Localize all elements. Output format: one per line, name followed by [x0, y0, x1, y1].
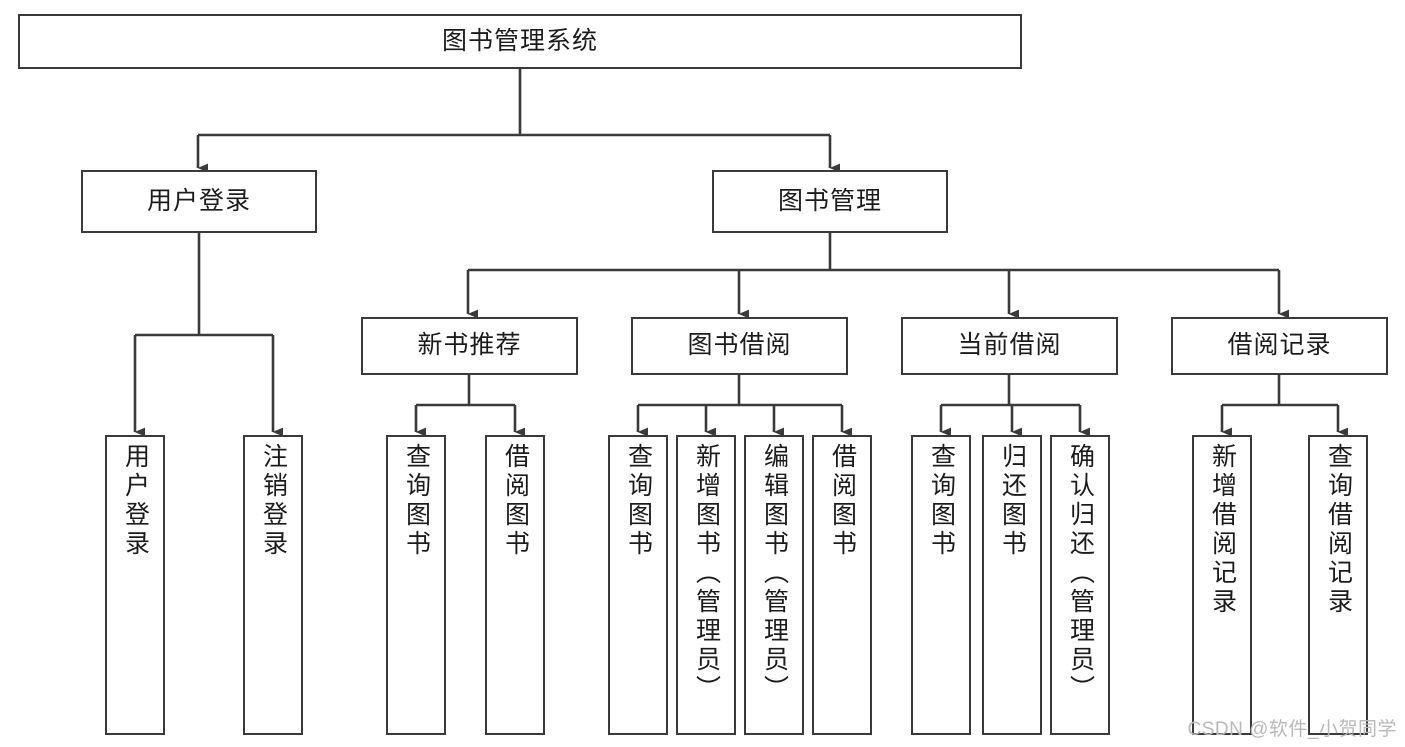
node-leaf-8[interactable]: 借阅图书	[812, 435, 872, 735]
watermark: CSDN @软件_小贺同学	[1187, 719, 1397, 740]
node-root[interactable]: 图书管理系统	[18, 14, 1022, 69]
node-label: 新书推荐	[417, 331, 522, 360]
node-leaf-10[interactable]: 归还图书	[982, 435, 1042, 735]
node-current[interactable]: 当前借阅	[901, 317, 1118, 375]
node-newbooks[interactable]: 新书推荐	[361, 317, 578, 375]
node-leaf-11[interactable]: 确认归还（管理员）	[1050, 435, 1110, 735]
node-leaf-6[interactable]: 新增图书（管理员）	[676, 435, 736, 735]
node-label: 图书管理系统	[441, 26, 598, 55]
node-label: 注销登录	[259, 443, 288, 559]
node-label: 查询图书	[927, 443, 956, 559]
node-leaf-4[interactable]: 借阅图书	[485, 435, 545, 735]
node-label: 确认归还（管理员）	[1066, 443, 1095, 704]
node-leaf-3[interactable]: 查询图书	[386, 435, 446, 735]
node-label: 查询图书	[402, 443, 431, 559]
node-label: 用户登录	[146, 186, 251, 215]
node-login[interactable]: 用户登录	[81, 170, 317, 233]
node-leaf-5[interactable]: 查询图书	[608, 435, 668, 735]
node-label: 归还图书	[998, 443, 1027, 559]
node-leaf-13[interactable]: 查询借阅记录	[1308, 435, 1368, 735]
node-borrow[interactable]: 图书借阅	[631, 317, 848, 375]
edge-group	[133, 69, 1349, 437]
node-leaf-2[interactable]: 注销登录	[243, 435, 303, 735]
node-bookmgmt[interactable]: 图书管理	[712, 170, 948, 233]
node-label: 图书管理	[777, 186, 882, 215]
node-label: 查询图书	[624, 443, 653, 559]
node-label: 借阅图书	[828, 443, 857, 559]
node-leaf-7[interactable]: 编辑图书（管理员）	[744, 435, 804, 735]
node-label: 新增图书（管理员）	[692, 443, 721, 704]
node-label: 借阅记录	[1227, 331, 1332, 360]
node-label: 新增借阅记录	[1208, 443, 1237, 617]
node-label: 图书借阅	[687, 331, 792, 360]
node-label: 编辑图书（管理员）	[760, 443, 789, 704]
node-label: 当前借阅	[957, 331, 1062, 360]
node-label: 用户登录	[121, 443, 150, 559]
node-leaf-1[interactable]: 用户登录	[105, 435, 165, 735]
node-leaf-9[interactable]: 查询图书	[911, 435, 971, 735]
node-leaf-12[interactable]: 新增借阅记录	[1192, 435, 1252, 735]
node-label: 借阅图书	[501, 443, 530, 559]
node-records[interactable]: 借阅记录	[1171, 317, 1388, 375]
node-label: 查询借阅记录	[1324, 443, 1353, 617]
